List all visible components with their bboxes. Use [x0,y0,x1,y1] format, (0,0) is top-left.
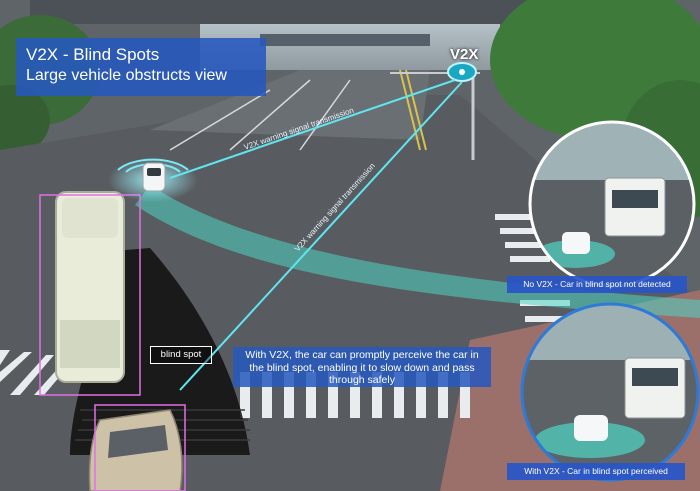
inset-with-v2x-view [520,302,700,482]
title-subheading: Large vehicle obstructs view [26,67,227,84]
blind-spot-label: blind spot [150,346,212,364]
v2x-roadside-unit [390,62,480,160]
inset-no-v2x-view [528,120,696,288]
hidden-car [88,404,186,491]
bus-bounding-box [39,194,141,396]
title-heading: V2X - Blind Spots [26,45,160,64]
bus [39,191,141,396]
car-bounding-box [94,404,186,491]
turning-car [108,158,198,202]
title-panel: V2X - Blind Spots Large vehicle obstruct… [16,38,266,96]
rsu-label: V2X [450,46,479,63]
v2x-benefit-caption: With V2X, the car can promptly perceive … [233,347,491,387]
inset-no-v2x-caption: No V2X - Car in blind spot not detected [507,276,687,293]
inset-with-v2x-caption: With V2X - Car in blind spot perceived [507,463,685,480]
vehicle-turning-path [135,185,700,318]
